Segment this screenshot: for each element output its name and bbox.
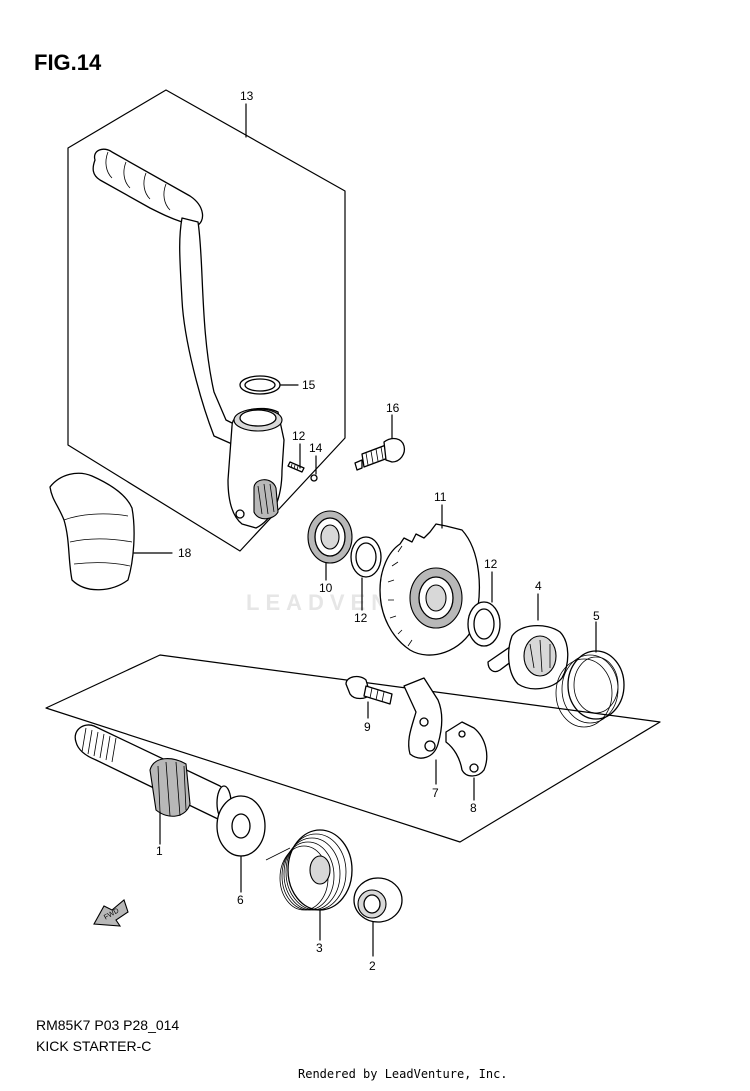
callout-13: 13 — [240, 89, 254, 103]
leader-lines — [133, 103, 597, 957]
callout-4: 4 — [535, 579, 542, 593]
washer-12b[interactable] — [467, 601, 501, 647]
kick-spring-3[interactable] — [265, 829, 353, 911]
callout-8: 8 — [470, 801, 477, 815]
callout-12a: 12 — [354, 611, 368, 625]
kick-shaft-group-box — [45, 654, 661, 843]
callout-10: 10 — [319, 581, 333, 595]
callout-3: 3 — [316, 941, 323, 955]
figure-title: FIG.14 — [34, 50, 102, 75]
callout-2: 2 — [369, 959, 376, 973]
credit-line: Rendered by LeadVenture, Inc. — [298, 1067, 508, 1081]
kick-boot[interactable] — [49, 472, 135, 591]
bolt-9[interactable] — [345, 675, 393, 705]
washer-6[interactable] — [216, 795, 266, 857]
snap-ring[interactable] — [239, 375, 281, 395]
guide-plate[interactable] — [403, 677, 443, 759]
washer-12a[interactable] — [350, 536, 382, 578]
callout-16: 15 — [302, 378, 316, 392]
callout-11: 11 — [434, 490, 447, 504]
callout-15: 14 — [309, 441, 323, 455]
bolt-17[interactable] — [354, 437, 406, 471]
callout-7: 7 — [432, 786, 439, 800]
callout-18: 18 — [178, 546, 192, 560]
kick-lever[interactable] — [92, 148, 285, 529]
kick-ratchet[interactable] — [487, 625, 569, 690]
callout-14: 12 — [292, 429, 306, 443]
callouts: 13 15 12 14 16 18 10 11 12 12 4 5 9 7 8 … — [156, 89, 600, 973]
callout-1: 1 — [156, 844, 163, 858]
callout-6: 6 — [237, 893, 244, 907]
callout-9: 9 — [364, 720, 371, 734]
steel-ball[interactable] — [310, 474, 318, 482]
callout-5: 5 — [593, 609, 600, 623]
section-name: KICK STARTER-C — [36, 1038, 151, 1054]
kick-lever-group-box — [67, 89, 346, 552]
stopper-plate[interactable] — [445, 721, 488, 777]
kick-shaft[interactable] — [74, 724, 232, 821]
forward-arrow: FWD — [93, 899, 129, 927]
kick-driven-gear[interactable] — [379, 523, 481, 656]
spring-guide[interactable] — [353, 877, 403, 923]
callout-12b: 12 — [484, 557, 498, 571]
pin[interactable] — [287, 461, 305, 473]
oil-seal[interactable] — [307, 510, 353, 564]
callout-17: 16 — [386, 401, 400, 415]
model-code: RM85K7 P03 P28_014 — [36, 1017, 179, 1033]
